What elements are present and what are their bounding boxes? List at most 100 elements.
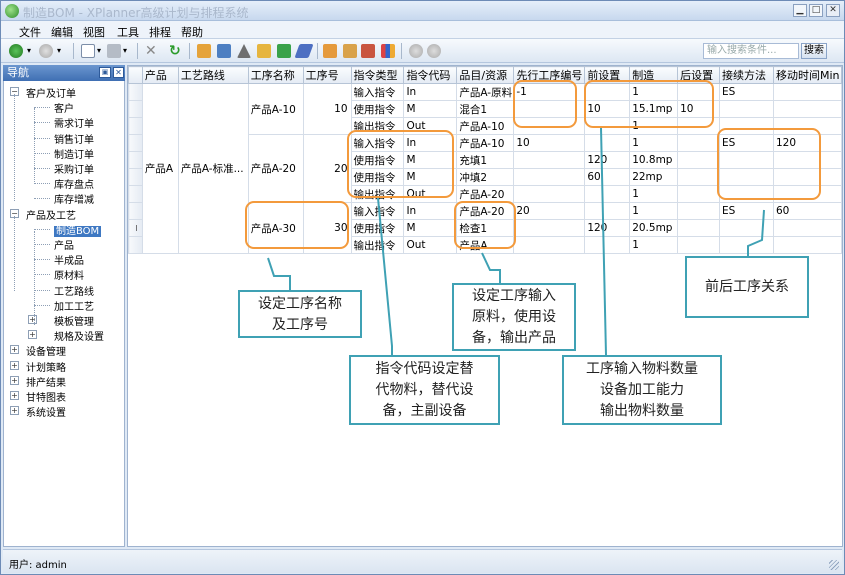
product-cell[interactable]: 产品A xyxy=(141,83,179,254)
tree-item[interactable]: 甘特图表 xyxy=(26,389,66,404)
cell-mfg[interactable]: 20.5mp xyxy=(629,219,679,237)
menu-file[interactable]: 文件 xyxy=(19,26,41,39)
cell-item[interactable]: 充填1 xyxy=(456,151,515,169)
product-icon[interactable] xyxy=(197,44,211,58)
copy-icon[interactable] xyxy=(107,44,121,58)
delete-icon[interactable]: ✕ xyxy=(145,43,157,59)
cell-move[interactable] xyxy=(772,236,843,254)
chart-icon[interactable] xyxy=(381,44,395,58)
op-name-cell[interactable]: 产品A-30 xyxy=(247,202,304,254)
menu-edit[interactable]: 编辑 xyxy=(51,26,73,39)
tree-item[interactable]: 产品及工艺 xyxy=(26,207,76,222)
forward-icon[interactable] xyxy=(39,44,53,58)
tree-expander-icon[interactable]: + xyxy=(10,391,19,400)
tree-expander-icon[interactable]: + xyxy=(28,315,37,324)
nav-close-icon[interactable]: ✕ xyxy=(113,67,124,78)
refresh-icon[interactable]: ↻ xyxy=(169,43,181,59)
tree-expander-icon[interactable]: + xyxy=(10,360,19,370)
column-header[interactable]: 工序名称 xyxy=(247,66,304,84)
cell-item[interactable]: 冲填2 xyxy=(456,168,515,186)
stop-icon[interactable] xyxy=(409,44,423,58)
menu-view[interactable]: 视图 xyxy=(83,26,105,39)
tree-expander-icon[interactable]: + xyxy=(10,375,19,385)
cell-prev[interactable]: 10 xyxy=(513,134,586,152)
form-icon[interactable] xyxy=(343,44,357,58)
cell-mfg[interactable]: 1 xyxy=(629,236,679,254)
new-dropdown-icon[interactable]: ▾ xyxy=(97,46,102,55)
row-header[interactable]: I xyxy=(128,219,143,237)
op-number-cell[interactable]: 30 xyxy=(302,202,352,254)
pause-icon[interactable] xyxy=(427,44,441,58)
back-dropdown-icon[interactable]: ▾ xyxy=(27,46,32,55)
tree-expander-icon[interactable]: + xyxy=(28,330,37,340)
tree-item[interactable]: 产品 xyxy=(54,237,74,252)
tree-item[interactable]: 排产结果 xyxy=(26,374,66,389)
row-header[interactable] xyxy=(128,117,143,135)
folder-icon[interactable] xyxy=(257,44,271,58)
resize-grip-icon[interactable] xyxy=(829,560,839,570)
op-name-cell[interactable]: 产品A-10 xyxy=(247,83,304,135)
structure-icon[interactable] xyxy=(217,44,231,58)
tree-item[interactable]: 库存盘点 xyxy=(54,176,94,191)
cell-type[interactable]: 使用指令 xyxy=(350,151,405,169)
tree-item[interactable]: 规格及设置 xyxy=(54,328,104,343)
tree-item[interactable]: 设备管理 xyxy=(26,343,66,358)
menu-schedule[interactable]: 排程 xyxy=(149,26,171,39)
tree-item[interactable]: 半成品 xyxy=(54,252,84,267)
close-icon[interactable]: ✕ xyxy=(826,4,840,17)
run-icon[interactable] xyxy=(277,44,291,58)
tree-expander-icon[interactable]: + xyxy=(10,345,19,355)
route-cell[interactable]: 产品A-标准... xyxy=(177,83,249,254)
search-button[interactable]: 搜索 xyxy=(801,43,827,59)
column-header[interactable]: 制造 xyxy=(629,66,679,84)
cell-item[interactable]: 产品A-原料 xyxy=(456,83,515,101)
tree-item[interactable]: 系统设置 xyxy=(26,404,66,419)
tree-item[interactable]: 客户及订单 xyxy=(26,85,76,100)
search-input[interactable]: 输入搜索条件... xyxy=(703,43,799,59)
cell-mfg[interactable]: 15.1mp xyxy=(629,100,679,118)
cell-mfg[interactable]: 10.8mp xyxy=(629,151,679,169)
tree-item[interactable]: 模板管理 xyxy=(54,313,94,328)
cell-item[interactable]: 产品A-10 xyxy=(456,117,515,135)
cell-code[interactable]: Out xyxy=(403,236,458,254)
tree-item[interactable]: 需求订单 xyxy=(54,115,94,130)
tree-item[interactable]: 原材料 xyxy=(54,267,84,282)
tree-item[interactable]: 加工工艺 xyxy=(54,298,94,313)
cell-type[interactable]: 输出指令 xyxy=(350,236,405,254)
forward-dropdown-icon[interactable]: ▾ xyxy=(57,46,62,55)
tree-item[interactable]: 采购订单 xyxy=(54,161,94,176)
op-number-cell[interactable]: 20 xyxy=(302,134,352,203)
pin-icon[interactable]: ▣ xyxy=(99,67,111,78)
tree-item[interactable]: 销售订单 xyxy=(54,131,94,146)
cell-type[interactable]: 使用指令 xyxy=(350,219,405,237)
new-icon[interactable] xyxy=(81,44,95,58)
column-header[interactable]: 指令类型 xyxy=(350,66,405,84)
tree-item[interactable]: 计划策略 xyxy=(26,359,66,374)
copy-dropdown-icon[interactable]: ▾ xyxy=(123,46,128,55)
op-name-cell[interactable]: 产品A-20 xyxy=(247,134,304,203)
row-header[interactable] xyxy=(128,236,143,254)
row-header[interactable] xyxy=(128,83,143,101)
cell-item[interactable]: 产品A-20 xyxy=(456,185,515,203)
op-number-cell[interactable]: 10 xyxy=(302,83,352,135)
menu-help[interactable]: 帮助 xyxy=(181,26,203,39)
grid-icon[interactable] xyxy=(323,44,337,58)
tree-item[interactable]: 制造BOM xyxy=(54,222,102,237)
report-icon[interactable] xyxy=(361,44,375,58)
column-header[interactable]: 前设置 xyxy=(584,66,631,84)
column-header[interactable]: 产品 xyxy=(141,66,179,84)
minimize-icon[interactable]: ▁ xyxy=(793,4,807,17)
column-header[interactable]: 工序号 xyxy=(302,66,352,84)
menu-tools[interactable]: 工具 xyxy=(117,26,139,39)
tree-item[interactable]: 库存增减 xyxy=(54,191,94,206)
row-header[interactable] xyxy=(128,100,143,118)
tree-expander-icon[interactable]: + xyxy=(10,406,19,416)
